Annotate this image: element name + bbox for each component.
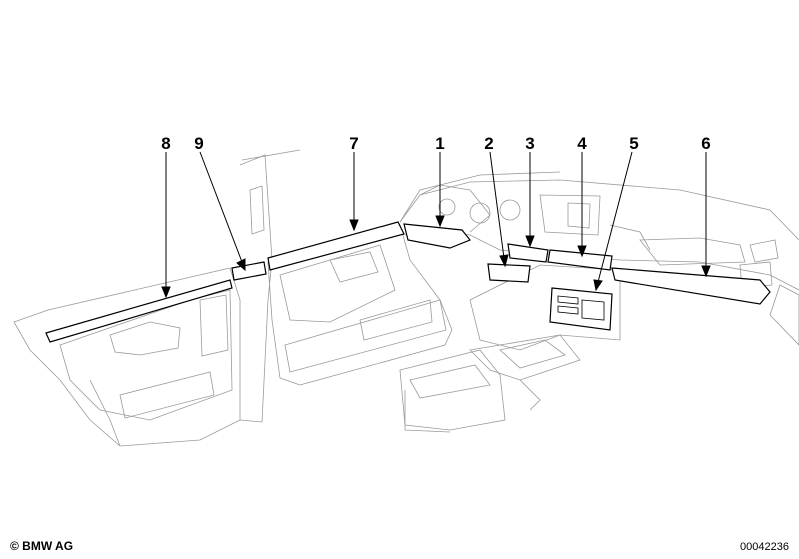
leader-arrow-7	[349, 219, 359, 232]
callout-3: 3	[525, 134, 535, 153]
trim-part-4	[547, 249, 613, 271]
trim-part-6	[611, 267, 771, 305]
callout-6: 6	[701, 134, 711, 153]
callout-7: 7	[349, 134, 359, 153]
leader-arrow-9	[236, 258, 246, 272]
leader-arrow-3	[525, 235, 535, 248]
leader-line-2	[489, 151, 505, 259]
callout-4: 4	[577, 134, 587, 153]
copyright-notice: © BMW AG	[10, 539, 74, 553]
trim-part-8	[45, 279, 233, 343]
trim-part-1	[403, 223, 471, 249]
trim-part-7	[267, 221, 405, 271]
leader-arrow-2	[499, 254, 509, 268]
trim-part-9	[231, 261, 267, 281]
callout-5: 5	[629, 134, 639, 153]
leader-arrow-1	[435, 215, 445, 228]
trim-part-5-slots	[557, 295, 605, 321]
trim-parts	[45, 221, 771, 343]
leader-arrow-4	[577, 245, 587, 258]
leader-lines	[161, 151, 711, 299]
leader-arrow-8	[161, 286, 171, 299]
callout-8: 8	[161, 134, 171, 153]
callout-2: 2	[484, 134, 494, 153]
leader-arrow-5	[593, 279, 603, 292]
trim-part-3	[507, 243, 549, 263]
image-number: 00042236	[740, 541, 789, 553]
leader-arrow-6	[701, 265, 711, 278]
callout-9: 9	[194, 134, 204, 153]
leader-line-5	[597, 151, 633, 283]
interior-sketch	[13, 149, 799, 447]
leader-line-9	[199, 151, 243, 263]
trim-part-2	[487, 263, 531, 283]
trim-part-5	[549, 287, 613, 331]
callout-1: 1	[435, 134, 445, 153]
